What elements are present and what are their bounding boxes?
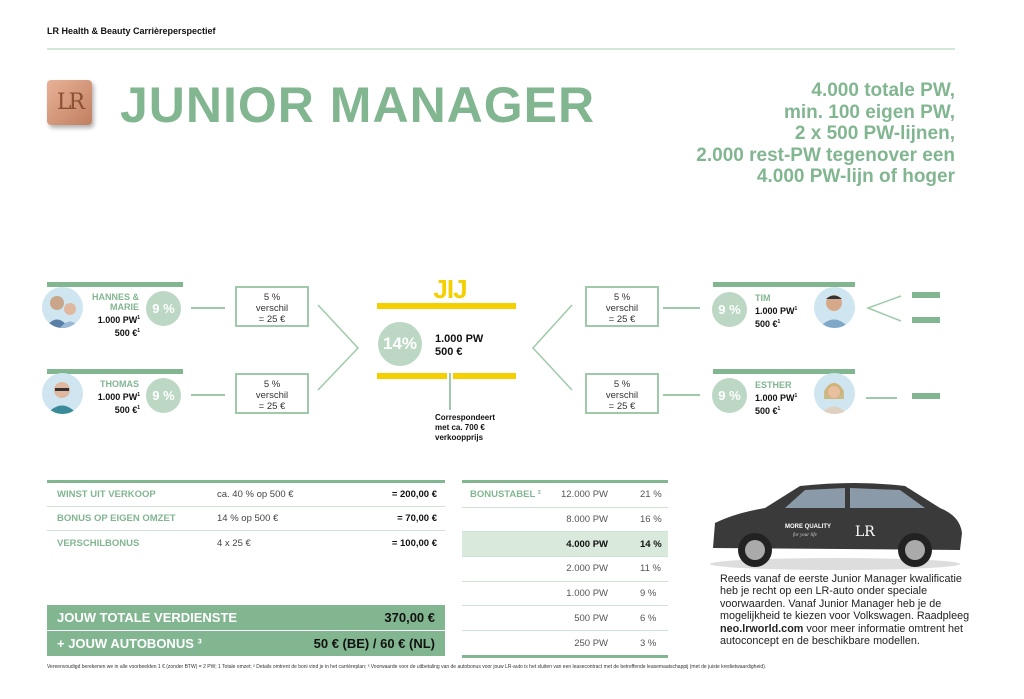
requirement: 4.000 PW-lijn of hoger — [756, 166, 955, 187]
downline-dash — [912, 317, 940, 323]
connector-line — [866, 397, 897, 399]
car-description: Reeds vanaf de eerste Junior Manager kwa… — [720, 573, 970, 648]
requirement: min. 100 eigen PW, — [783, 101, 955, 123]
avatar-thomas — [42, 373, 83, 414]
person-bar — [47, 369, 183, 374]
avatar-esther — [814, 373, 855, 414]
person-bar — [713, 282, 855, 287]
connector-line — [191, 307, 225, 309]
svg-text:MORE QUALITY: MORE QUALITY — [785, 524, 831, 530]
percentage-badge: 9 % — [712, 378, 747, 413]
bonus-table-bottom-bar — [462, 655, 668, 658]
bonus-table-top-bar — [462, 480, 668, 483]
note-line — [449, 373, 451, 410]
you-bar-top — [377, 303, 516, 309]
difference-box: 5 %verschil= 25 € — [235, 373, 309, 414]
divider — [47, 48, 955, 50]
footnote: Vereenvoudigd berekenen we in alle voorb… — [47, 664, 767, 670]
requirement: 2 x 500 PW-lijnen, — [794, 123, 955, 144]
car-image: MORE QUALITY for your life LR — [710, 483, 962, 570]
page-title: JUNIOR MANAGER — [120, 77, 596, 133]
document-header: LR Health & Beauty Carrièreperspectief — [47, 26, 216, 36]
you-bar-bottom — [453, 373, 516, 379]
connector-line — [191, 394, 225, 396]
connector-line — [663, 307, 700, 309]
person-bar — [47, 282, 183, 287]
percentage-badge: 9 % — [146, 291, 181, 326]
lr-logo: LR — [47, 80, 92, 125]
person-name: HANNES & MARIE — [91, 292, 139, 312]
person-name: TIM — [755, 293, 771, 303]
avatar-hannes-marie — [42, 287, 83, 328]
avatar-tim — [814, 287, 855, 328]
percentage-badge: 9 % — [146, 378, 181, 413]
requirement: 4.000 totale PW, — [811, 80, 955, 101]
you-label: JIJ — [433, 274, 467, 304]
requirement: 2.000 rest-PW tegenover een — [696, 144, 955, 166]
you-bar-bottom — [377, 373, 447, 379]
you-percentage-badge: 14% — [378, 322, 422, 366]
person-name: ESTHER — [755, 380, 792, 390]
requirements: 4.000 totale PW, min. 100 eigen PW, 2 x … — [696, 80, 955, 188]
table-top-bar — [47, 480, 445, 483]
difference-box: 5 %verschil= 25 € — [235, 286, 309, 327]
difference-box: 5 %verschil= 25 € — [585, 286, 659, 327]
percentage-badge: 9 % — [712, 292, 747, 327]
svg-text:LR: LR — [855, 524, 875, 540]
svg-text:for your life: for your life — [793, 533, 818, 538]
connector-line — [663, 394, 700, 396]
person-name: THOMAS — [100, 379, 139, 389]
downline-dash — [912, 393, 940, 399]
person-bar — [713, 369, 855, 374]
downline-dash — [912, 292, 940, 298]
neo-link[interactable]: neo.lrworld.com — [720, 622, 804, 635]
difference-box: 5 %verschil= 25 € — [585, 373, 659, 414]
